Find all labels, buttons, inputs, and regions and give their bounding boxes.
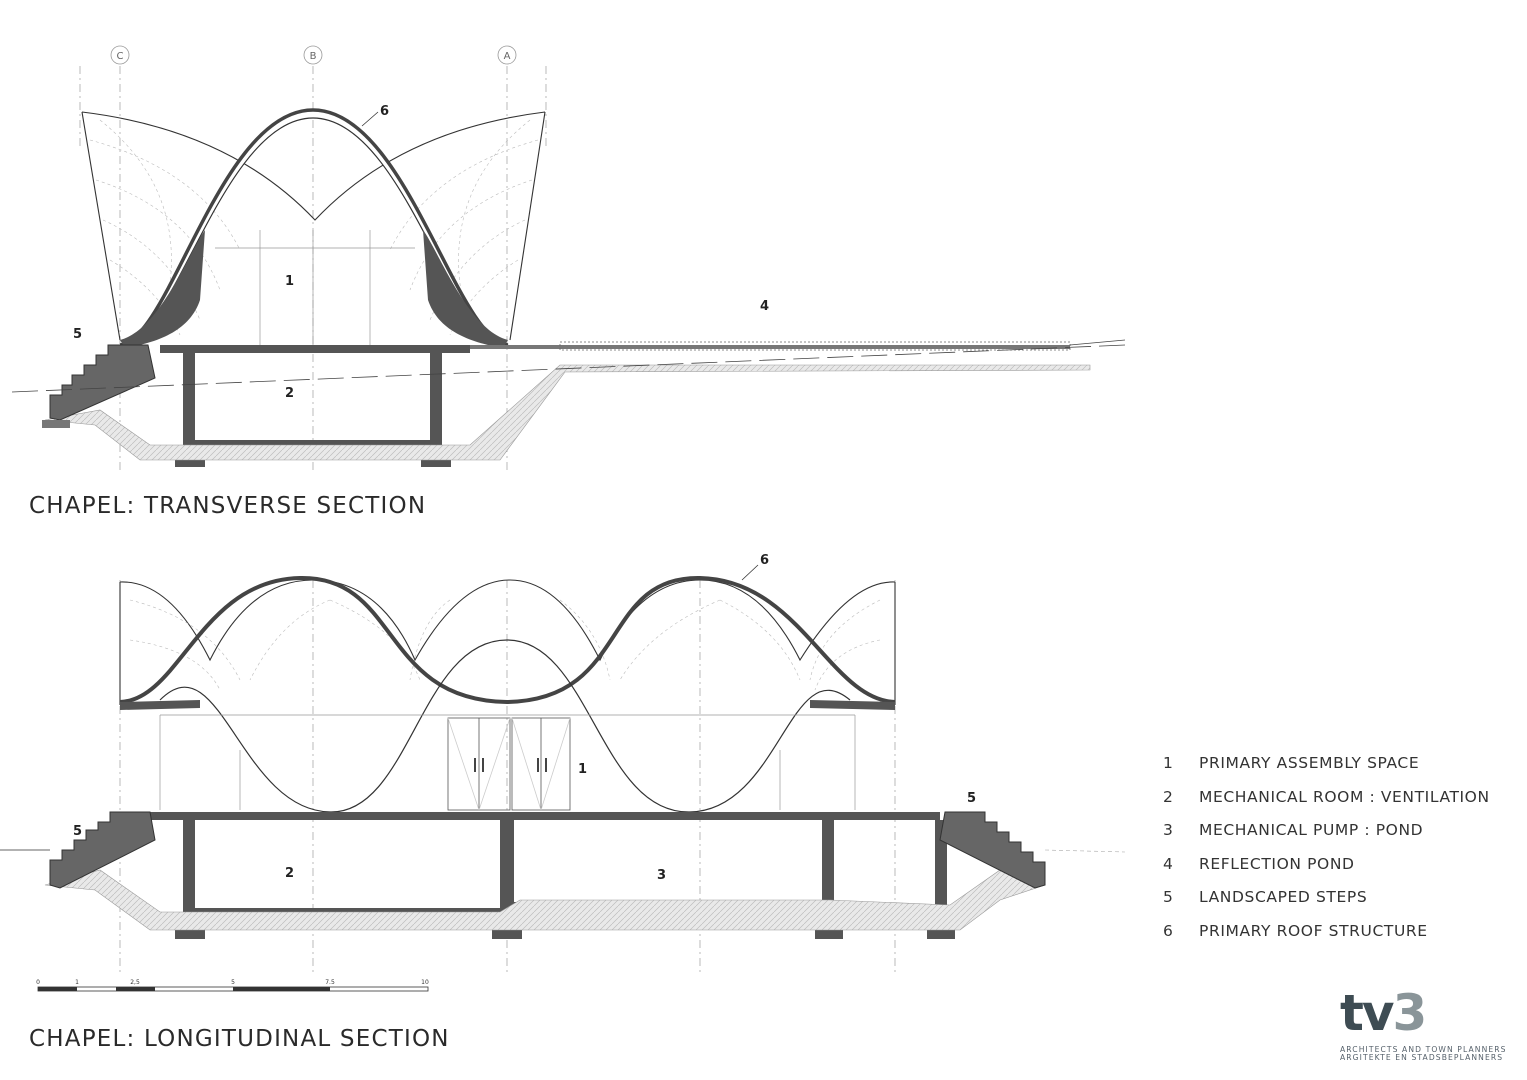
grid-lines [79, 66, 547, 470]
legend-item: 5 LANDSCAPED STEPS [1163, 888, 1503, 922]
entrance-doors [447, 717, 571, 811]
legend-number: 2 [1163, 787, 1174, 806]
callout-5-left: 5 [73, 824, 82, 839]
legend-label: REFLECTION POND [1199, 854, 1355, 873]
floor-slab-longitudinal [150, 812, 940, 820]
title-longitudinal-section: CHAPEL: LONGITUDINAL SECTION [29, 1026, 450, 1052]
primary-roof-wave-inner [159, 639, 851, 813]
shell-foot-right [423, 230, 508, 348]
logo-tagline-english: ARCHITECTS AND TOWN PLANNERS [1340, 1045, 1507, 1054]
scale-bar: 0 1 2,5 5 7.5 10 [36, 979, 429, 992]
scale-label-5: 5 [231, 979, 235, 986]
grid-label-a: A [504, 51, 511, 62]
legend-label: PRIMARY ASSEMBLY SPACE [1199, 754, 1420, 772]
callout-2-longitudinal: 2 [285, 866, 294, 881]
legend-item: 2 MECHANICAL ROOM : VENTILATION [1163, 788, 1503, 822]
legend-number: 5 [1163, 888, 1174, 907]
shell-foot-left [120, 230, 205, 348]
longitudinal-section: 6 1 5 5 2 3 [0, 553, 1126, 975]
legend-item: 1 PRIMARY ASSEMBLY SPACE [1163, 754, 1503, 788]
scale-label-10: 10 [421, 979, 429, 986]
callout-3: 3 [657, 868, 666, 883]
scale-label-0: 0 [36, 979, 40, 986]
roof-ruling-lines [89, 119, 539, 336]
grid-bubbles [110, 45, 517, 65]
glazing-longitudinal [159, 714, 856, 810]
callout-1: 1 [285, 274, 294, 289]
legend-number: 4 [1163, 854, 1174, 873]
scale-label-7-5: 7.5 [325, 979, 335, 986]
legend-label: MECHANICAL ROOM : VENTILATION [1199, 787, 1490, 806]
reflection-pond [559, 341, 1071, 351]
callout-4: 4 [760, 299, 769, 314]
callout-5-right: 5 [967, 791, 976, 806]
legend-label: MECHANICAL PUMP : POND [1199, 821, 1424, 840]
title-transverse-section: CHAPEL: TRANSVERSE SECTION [29, 493, 427, 519]
legend-number: 3 [1163, 821, 1174, 840]
callout-6-longitudinal: 6 [760, 553, 769, 568]
logo-tagline-afrikaans: ARGITEKTE EN STADSBEPLANNERS [1340, 1053, 1504, 1062]
glazing-mullions [215, 230, 415, 345]
callout-1-longitudinal: 1 [578, 762, 587, 777]
grid-label-c: C [117, 51, 124, 62]
legend-number: 6 [1163, 921, 1174, 940]
callout-5: 5 [73, 327, 82, 342]
scale-label-1: 1 [75, 979, 79, 986]
basement-structure [175, 353, 451, 467]
roof-side-shells [81, 111, 546, 341]
primary-roof-wave [119, 575, 896, 705]
legend: 1 PRIMARY ASSEMBLY SPACE 2 MECHANICAL RO… [1163, 754, 1503, 956]
grid-label-b: B [310, 51, 317, 62]
landscaped-steps [49, 344, 156, 421]
legend-label: LANDSCAPED STEPS [1199, 888, 1368, 907]
earth-fill-longitudinal [44, 869, 1046, 931]
callout-6: 6 [380, 104, 389, 119]
legend-item: 3 MECHANICAL PUMP : POND [1163, 821, 1503, 855]
earth-fill [44, 364, 1091, 461]
landscaped-steps-left [49, 811, 156, 889]
legend-label: PRIMARY ROOF STRUCTURE [1199, 921, 1428, 940]
scale-label-2-5: 2,5 [130, 979, 140, 986]
logo-mark: tv3 [1340, 984, 1427, 1042]
roof-ruling-lines-longitudinal [129, 599, 881, 691]
legend-number: 1 [1163, 754, 1174, 772]
legend-item: 4 REFLECTION POND [1163, 855, 1503, 889]
floor-slab [160, 345, 470, 353]
company-logo: tv3 ARCHITECTS AND TOWN PLANNERS ARGITEK… [1340, 984, 1515, 1062]
roof-outlines [119, 579, 896, 705]
callout-2: 2 [285, 386, 294, 401]
legend-item: 6 PRIMARY ROOF STRUCTURE [1163, 922, 1503, 956]
transverse-section: C B A [11, 45, 1126, 470]
landscaped-steps-right [939, 811, 1046, 889]
